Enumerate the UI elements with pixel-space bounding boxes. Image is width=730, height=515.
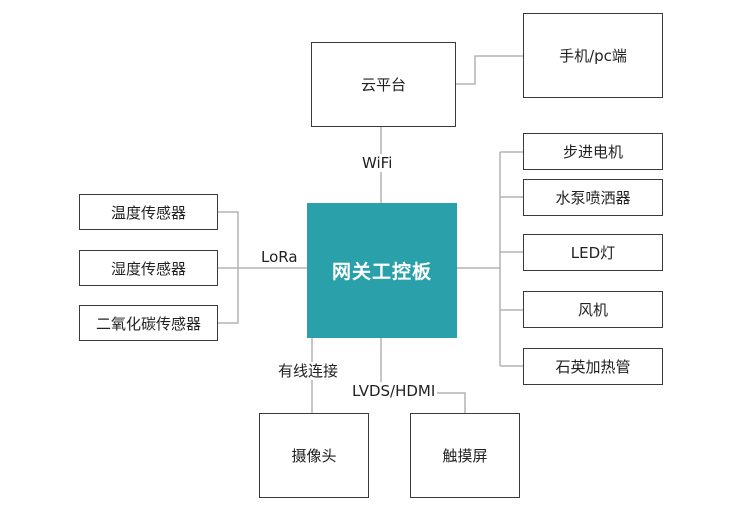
wired-link-label: 有线连接 <box>276 362 341 380</box>
actuator-label: 石英加热管 <box>555 358 631 376</box>
sensor-box: 二氧化碳传感器 <box>79 305 218 341</box>
actuator-box: 石英加热管 <box>523 348 663 385</box>
sensor-label: 二氧化碳传感器 <box>95 314 201 333</box>
camera-label: 摄像头 <box>291 447 337 465</box>
actuator-label: 风机 <box>577 301 608 319</box>
camera-box: 摄像头 <box>259 413 369 498</box>
gateway-board-label: 网关工控板 <box>331 261 432 283</box>
actuator-label: LED灯 <box>570 244 616 262</box>
sensor-box: 温度传感器 <box>79 194 218 230</box>
actuator-box: 步进电机 <box>523 133 663 170</box>
actuator-box: 水泵喷洒器 <box>523 179 663 216</box>
gateway-board-box: 网关工控板 <box>307 203 457 338</box>
wire-hub-touchscreen <box>380 338 466 413</box>
sensor-label: 温度传感器 <box>110 203 186 222</box>
display-link-label: LVDS/HDMI <box>350 382 438 400</box>
actuator-box: 风机 <box>523 291 663 328</box>
wire-cloud-phone <box>456 55 523 85</box>
touchscreen-label: 触摸屏 <box>442 447 488 465</box>
sensor-label: 湿度传感器 <box>110 259 186 278</box>
cloud-platform-label: 云平台 <box>360 76 406 94</box>
phone-pc-label: 手机/pc端 <box>559 47 627 65</box>
actuator-box: LED灯 <box>523 234 663 271</box>
actuator-label: 水泵喷洒器 <box>555 189 631 207</box>
wifi-link-label: WiFi <box>360 154 395 172</box>
lora-link-label: LoRa <box>259 248 300 266</box>
actuator-label: 步进电机 <box>562 143 623 161</box>
phone-pc-box: 手机/pc端 <box>523 13 663 98</box>
sensor-box: 湿度传感器 <box>79 250 218 286</box>
touchscreen-box: 触摸屏 <box>410 413 520 498</box>
cloud-platform-box: 云平台 <box>311 42 456 127</box>
